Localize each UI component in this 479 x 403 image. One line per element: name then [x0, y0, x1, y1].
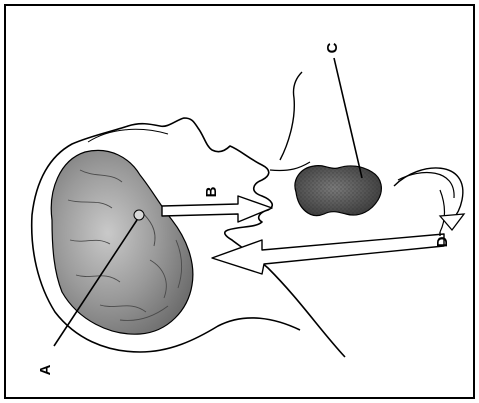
thyroid-texture	[295, 166, 381, 216]
label-b: B	[203, 186, 220, 197]
label-a: A	[37, 364, 54, 375]
label-c: C	[324, 42, 341, 53]
label-d: D	[434, 236, 451, 247]
pituitary-gland	[134, 210, 144, 220]
